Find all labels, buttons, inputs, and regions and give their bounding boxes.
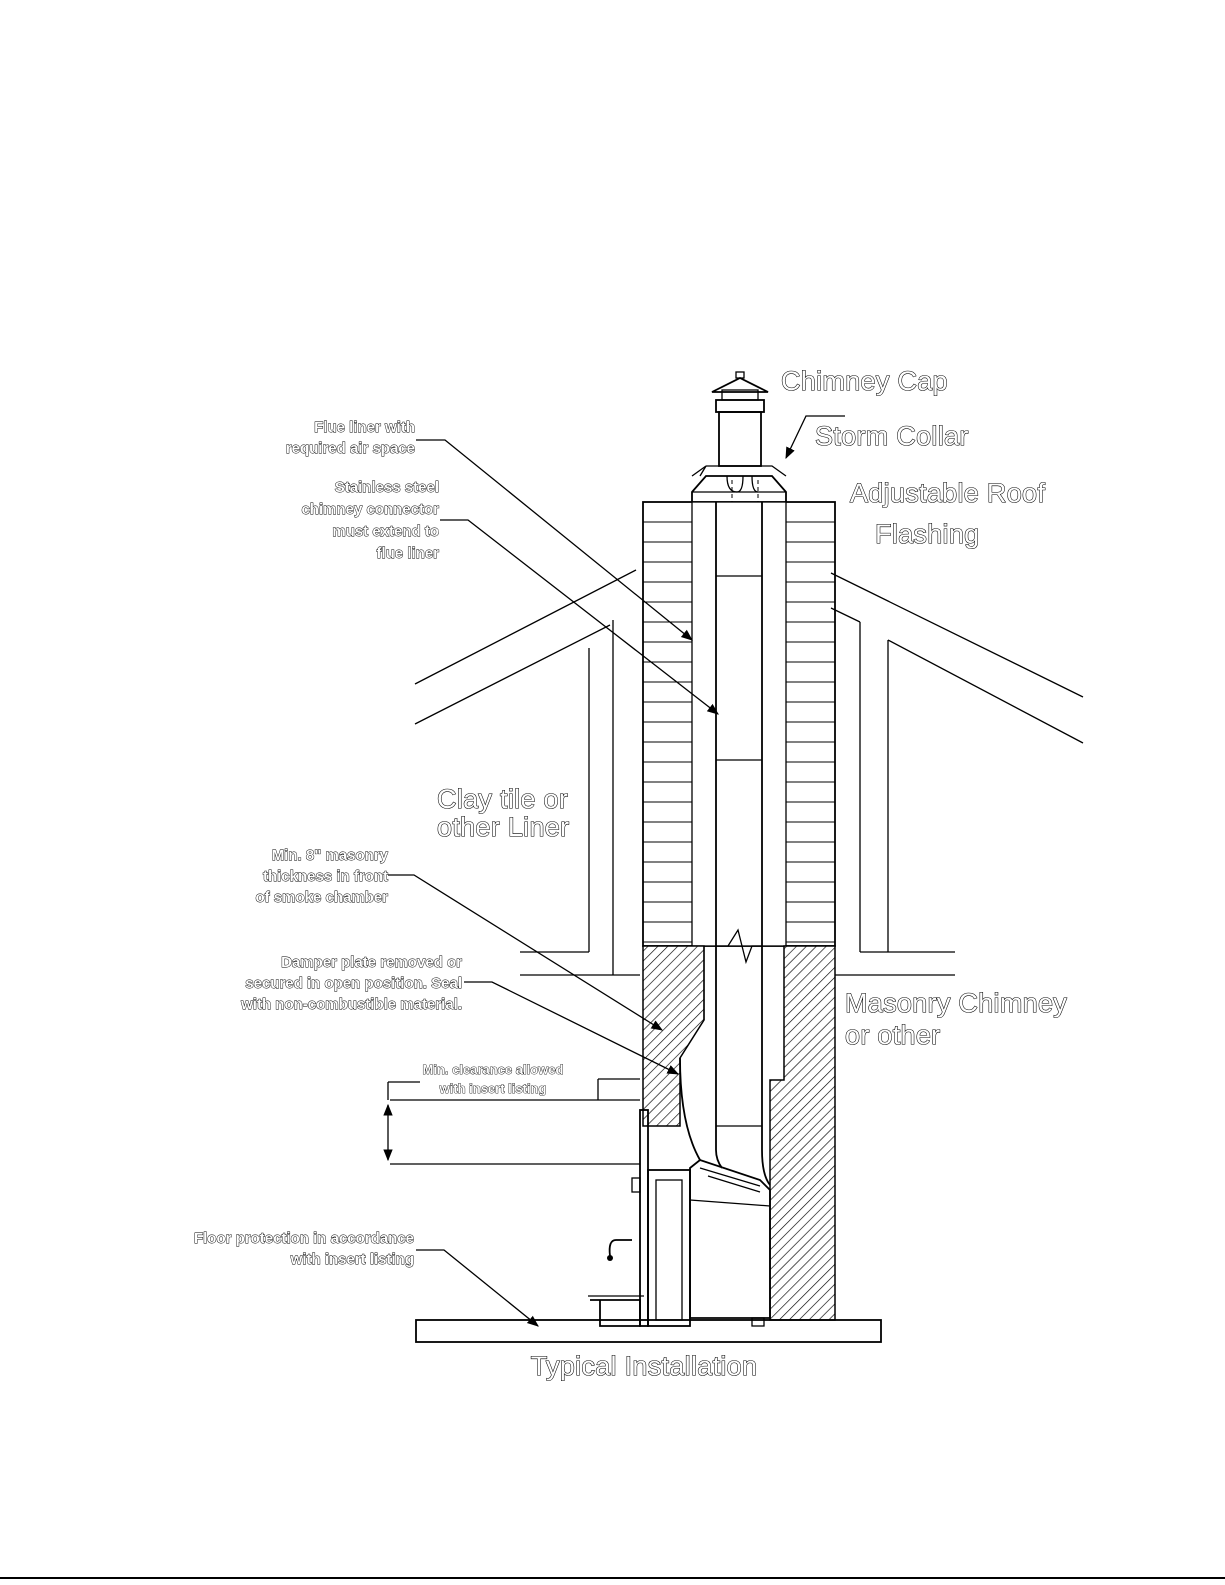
damper-label-line1: Damper plate removed or — [281, 954, 462, 971]
damper-label-line2: secured in open position. Seal — [245, 975, 462, 992]
masonry-chimney-label-line1: Masonry Chimney — [845, 988, 1067, 1018]
damper-label-line3: with non-combustible material. — [240, 996, 462, 1013]
masonry-thickness-label-line3: of smoke chamber — [255, 889, 388, 906]
floor-protection-label-line2: with insert listing — [290, 1251, 414, 1268]
floor-protection-pad — [415, 1319, 882, 1343]
masonry-smoke-chamber — [642, 945, 836, 1321]
storm-collar-label: Storm Collar — [815, 421, 969, 451]
flue-liner-label-line2: required air space — [286, 440, 415, 457]
flue-liner-label-line1: Flue liner with — [314, 419, 415, 436]
floor-protection-label-line1: Floor protection in accordance — [194, 1230, 414, 1247]
clearance-label-line1: Min. clearance allowed — [423, 1062, 564, 1077]
clearance-dimension — [383, 1081, 420, 1162]
connector-label-line2: chimney connector — [301, 501, 439, 518]
connector-label-line4: flue liner — [376, 545, 439, 562]
diagram-title: Typical Installation — [531, 1351, 758, 1381]
chimney-top-assembly — [691, 371, 787, 502]
masonry-thickness-label-line1: Min. 8" masonry — [272, 847, 389, 864]
roof-flashing-label-line1: Adjustable Roof — [850, 478, 1045, 508]
clay-tile-label-line2: other Liner — [437, 812, 569, 842]
masonry-thickness-label-line2: thickness in front — [263, 868, 388, 885]
chimney-cap-label: Chimney Cap — [781, 366, 948, 396]
clearance-label-line2: with insert listing — [439, 1081, 547, 1096]
fireplace-insert — [588, 1109, 771, 1327]
connector-label-line1: Stainless steel — [335, 479, 439, 496]
leader-lines — [388, 415, 845, 1327]
masonry-chimney-label-line2: or other — [845, 1020, 940, 1050]
connector-label-line3: must extend to — [332, 523, 439, 540]
clay-tile-label-line1: Clay tile or — [437, 784, 568, 814]
brick-chimney — [642, 501, 836, 947]
roof-flashing-label-line2: Flashing — [875, 519, 979, 549]
roof-structure — [390, 569, 1084, 1165]
